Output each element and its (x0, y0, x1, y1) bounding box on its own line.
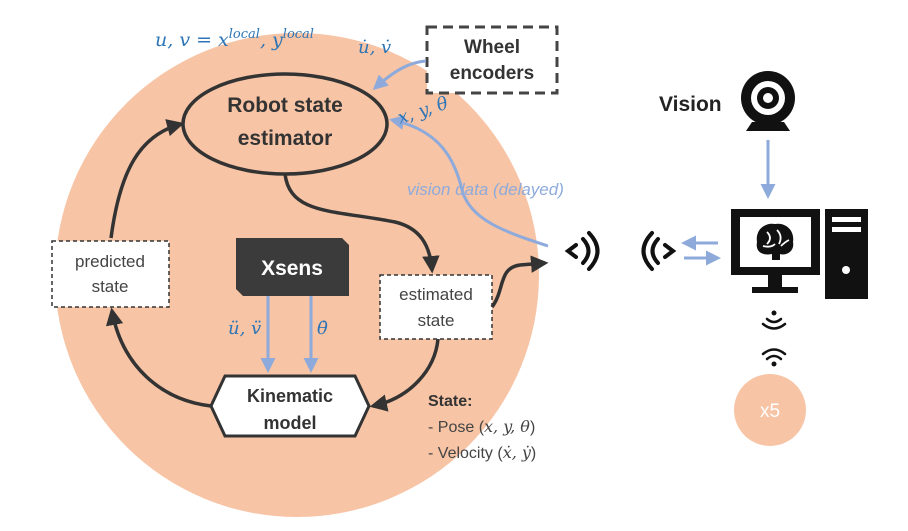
state-estimator-node: Robot state estimator (181, 72, 389, 176)
kinematic-label-2: model (263, 413, 316, 433)
xsens-node: Xsens (236, 238, 349, 296)
predicted-label-2: state (92, 277, 129, 296)
arrow-estimated-to-radio (490, 255, 549, 309)
accel-label: ü, v̈ (228, 318, 261, 339)
arrow-kinematic-to-predicted (105, 307, 212, 408)
vision-data-label: vision data (delayed) (407, 180, 564, 199)
state-title: State: (428, 393, 472, 410)
state-pose-line: - Pose (x, y, θ) (428, 417, 535, 436)
wireless-signal-icon (564, 231, 600, 271)
arrow-vision-to-estimator (389, 115, 549, 248)
estimated-label-2: state (418, 311, 455, 330)
top-formula-label: u, v = xlocal, ylocal (155, 27, 314, 51)
predicted-state-box: predicted state (51, 240, 170, 308)
wifi-icon (761, 310, 787, 330)
webcam-icon (741, 71, 795, 131)
wheel-label-1: Wheel (464, 37, 520, 58)
estimated-label-1: estimated (399, 285, 473, 304)
predicted-label-1: predicted (75, 252, 145, 271)
kinematic-label-1: Kinematic (247, 386, 333, 406)
wheel-velocity-label: u̇, v̇ (358, 37, 391, 58)
wheel-label-2: encoders (450, 63, 534, 84)
kinematic-model-node: Kinematic model (209, 374, 371, 438)
estimated-state-box: estimated state (379, 274, 493, 340)
estimator-label-2: estimator (238, 127, 333, 150)
gyro-label: θ̇ (317, 318, 328, 339)
robot-count-label: x5 (760, 401, 780, 422)
computer-brain-icon (731, 209, 868, 299)
wheel-encoders-box: Wheel encoders (425, 25, 559, 95)
vision-label: Vision (659, 93, 722, 116)
state-description: State: - Pose (x, y, θ) - Velocity (ẋ, ẏ… (428, 393, 536, 462)
state-velocity-line: - Velocity (ẋ, ẏ) (428, 443, 536, 462)
wifi-icon (761, 348, 787, 367)
arrow-wheel-to-estimator (372, 59, 427, 91)
estimator-label-1: Robot state (227, 94, 343, 117)
xsens-label: Xsens (261, 257, 323, 280)
wireless-signal-icon (641, 231, 677, 271)
arrow-estimator-to-estimated (283, 173, 440, 274)
arrow-estimated-to-kinematic (369, 338, 440, 412)
robot-count-badge: x5 (734, 374, 806, 446)
arrow-predicted-to-estimator (109, 119, 185, 239)
